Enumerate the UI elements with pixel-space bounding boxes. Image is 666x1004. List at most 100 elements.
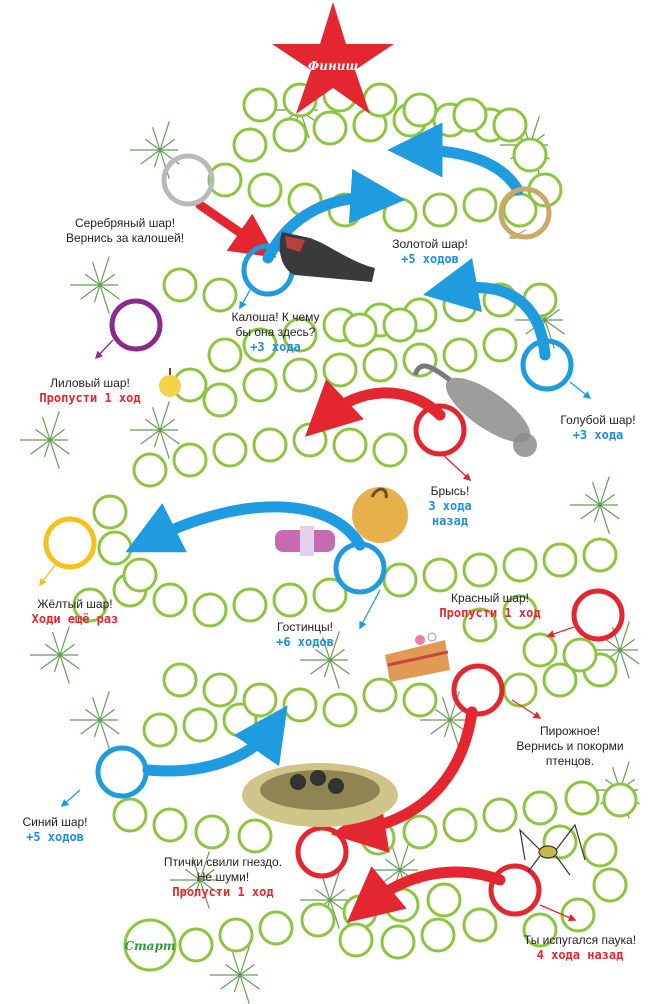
- pine-needle: [159, 429, 180, 445]
- pine-needle: [199, 851, 210, 881]
- path-cell: [402, 814, 438, 850]
- shortcut-arrows: [125, 122, 551, 923]
- pine-needle: [239, 974, 250, 1004]
- caption-red-line1: Красный шар!: [451, 591, 529, 605]
- pine-needle: [159, 418, 175, 431]
- pine-needle: [85, 708, 101, 721]
- path-cell: [462, 607, 498, 643]
- path-cell: [564, 780, 600, 816]
- pine-needle: [442, 696, 451, 721]
- path-cell: [562, 637, 598, 673]
- path-cell: [242, 87, 278, 123]
- path-cell: [212, 432, 248, 468]
- path-cell: [582, 537, 618, 573]
- pine-needle: [59, 643, 75, 656]
- path-cell: [282, 687, 318, 723]
- pine-needle: [443, 719, 451, 738]
- path-cell: [542, 542, 578, 578]
- path-cell: [362, 347, 398, 383]
- pointer-arrows: [39, 229, 592, 922]
- pine-needle: [35, 428, 51, 441]
- pine-needle: [42, 416, 51, 441]
- path-cells: [72, 77, 638, 963]
- pine-needle: [329, 888, 345, 901]
- path-cell: [112, 797, 148, 833]
- caption-galosh-line1: Калоша! К чему: [231, 310, 320, 324]
- pine-needle: [53, 654, 61, 673]
- pine-needle: [80, 719, 101, 735]
- path-cell: [482, 327, 518, 363]
- pine-needle: [159, 429, 170, 459]
- pine-needle: [93, 719, 101, 738]
- path-cell: [342, 312, 378, 348]
- pine-needle: [99, 273, 115, 286]
- pine-needle: [30, 439, 51, 455]
- pine-needle: [435, 708, 451, 721]
- path-cell: [312, 110, 348, 146]
- path-cell: [232, 127, 268, 163]
- pine-needle: [619, 638, 635, 651]
- path-cell: [258, 910, 294, 946]
- path-cell: [522, 790, 558, 826]
- pine-needle: [159, 149, 170, 179]
- gold-ball: [498, 186, 552, 240]
- path-cell: [442, 807, 478, 843]
- pine-needle: [329, 899, 340, 929]
- pine-needle: [159, 401, 170, 431]
- pine-needle: [430, 719, 451, 735]
- caption-cake: Пирожное! Вернись и покорми птенцов.: [505, 724, 635, 769]
- pine-needle: [449, 719, 460, 749]
- pine-needle: [605, 638, 621, 651]
- pine-needle: [315, 888, 331, 901]
- path-cell: [242, 682, 278, 718]
- start-label: Старт: [124, 939, 175, 953]
- pine-needle: [153, 149, 161, 168]
- finish-star: [272, 2, 394, 114]
- pine-needle: [140, 149, 161, 165]
- pine-needle: [45, 643, 61, 656]
- pine-needle: [43, 439, 51, 458]
- pine-needle: [239, 946, 250, 976]
- path-cell: [237, 818, 273, 854]
- path-cell: [382, 562, 418, 598]
- pine-needle: [80, 284, 101, 300]
- nest-ball: [295, 825, 349, 879]
- caption-blue: Синий шар! +5 ходов: [10, 815, 100, 845]
- path-cell: [442, 337, 478, 373]
- path-cell: [292, 422, 328, 458]
- pine-needle: [329, 871, 340, 901]
- pine-needle: [92, 696, 101, 721]
- red-ball: [571, 588, 625, 642]
- cake-ball: [451, 663, 505, 717]
- pine-needle: [449, 691, 460, 721]
- path-cell: [194, 814, 230, 850]
- path-cell: [522, 632, 558, 668]
- path-cell: [207, 337, 243, 373]
- pine-needle: [619, 649, 630, 679]
- pine-needle: [49, 439, 60, 469]
- path-cell: [142, 712, 178, 748]
- pine-needle: [599, 493, 615, 506]
- path-cell: [92, 494, 128, 530]
- light-blue-ball: [520, 338, 574, 392]
- pine-needle: [585, 493, 601, 506]
- path-cell: [97, 530, 133, 566]
- path-cell: [272, 117, 308, 153]
- pine-needle: [145, 418, 161, 431]
- caption-treats-move: +6 ходов: [276, 635, 334, 649]
- path-cell: [462, 907, 498, 943]
- path-cell: [162, 267, 198, 303]
- path-cell: [282, 357, 318, 393]
- spider-arrow: [346, 866, 506, 923]
- path-cell: [502, 594, 538, 630]
- path-cell: [202, 277, 238, 313]
- caption-silver-line1: Серебряный шар!: [74, 216, 176, 230]
- path-cell: [132, 452, 168, 488]
- pine-needle: [99, 719, 110, 749]
- caption-light-blue-move: +3 хода: [572, 428, 624, 442]
- pine-needle: [92, 261, 101, 286]
- pine-needle: [322, 636, 331, 661]
- path-cell: [332, 427, 368, 463]
- caption-spider: Ты испугался паука! 4 хода назад: [505, 933, 655, 963]
- path-cell: [218, 917, 254, 953]
